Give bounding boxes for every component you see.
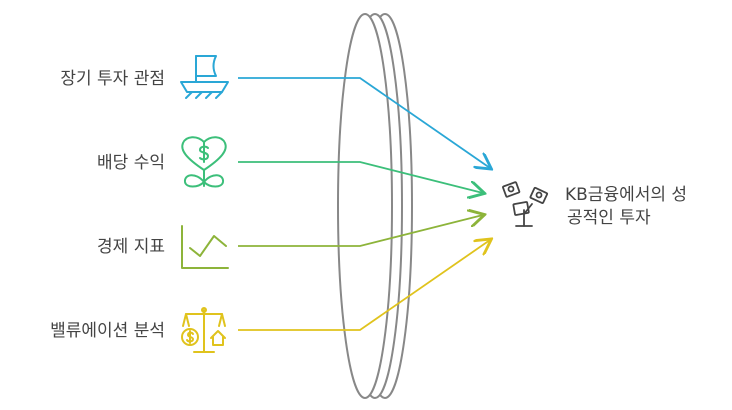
heart-dollar-plant-icon: [181, 136, 227, 188]
connector-long-term: [238, 77, 490, 168]
balance-scale-icon: [181, 307, 226, 353]
connector-valuation: [238, 240, 490, 331]
lens-icon: [337, 13, 413, 399]
connector-dividend: [238, 161, 483, 193]
input-label-economic: 경제 지표: [97, 237, 165, 257]
money-growth-icon: [502, 181, 549, 227]
connector-economic: [238, 215, 483, 247]
sailboat-icon: [180, 55, 229, 99]
output-label-line2: 공적인 투자: [567, 208, 651, 228]
input-label-long-term: 장기 투자 관점: [60, 69, 165, 89]
line-chart-icon: [181, 225, 229, 269]
input-label-dividend: 배당 수익: [97, 153, 165, 173]
output-label-line1: KB금융에서의 성: [565, 185, 687, 205]
input-label-valuation: 밸류에이션 분석: [50, 321, 165, 341]
